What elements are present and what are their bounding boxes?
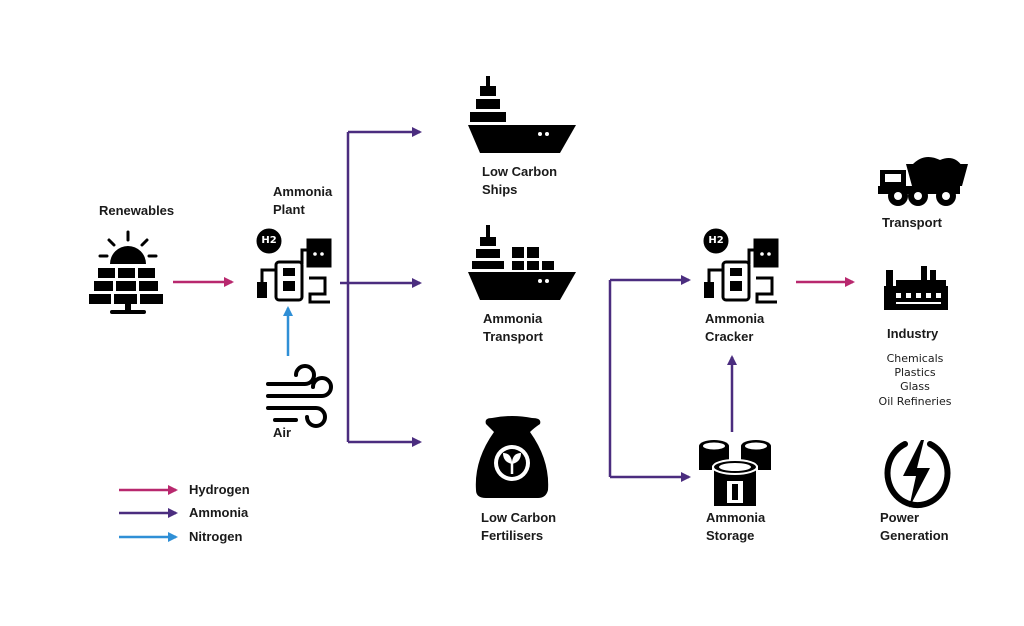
legend-label-nitrogen: Nitrogen <box>189 529 243 544</box>
solar-panel-sun-icon <box>89 230 163 314</box>
h2-badge-plant: H2 <box>261 235 277 246</box>
fertilisers-label-line1: Low Carbon <box>481 510 557 525</box>
power-generation-label-line2: Generation <box>880 528 949 543</box>
arrow-transport-to-cracker-and-storage <box>608 275 691 482</box>
cracker-label-line2: Cracker <box>705 329 754 344</box>
ammonia-plant-label: Ammonia Plant <box>273 183 332 219</box>
arrow-plant-distribution <box>340 127 422 447</box>
power-generation-label: Power Generation <box>880 509 949 545</box>
renewables-label: Renewables <box>99 203 175 218</box>
ammonia-transport-label-line2: Transport <box>483 329 543 344</box>
industry-use-item: Plastics <box>894 366 936 379</box>
dump-truck-icon <box>878 156 968 206</box>
fertiliser-bag-icon <box>475 416 549 498</box>
fertilisers-label: Low Carbon Fertilisers <box>481 509 556 545</box>
legend-label-hydrogen: Hydrogen <box>189 482 250 497</box>
storage-label-line2: Storage <box>706 528 755 543</box>
storage-label-line1: Ammonia <box>706 510 766 525</box>
wind-icon <box>266 364 333 428</box>
air-label: Air <box>273 425 292 440</box>
cargo-ship-icon <box>468 225 576 300</box>
transport-label: Transport <box>882 215 942 230</box>
industry-use-item: Glass <box>900 380 930 393</box>
power-generation-label-line1: Power <box>880 510 920 525</box>
h2-plant-icon <box>256 228 332 304</box>
factory-icon <box>884 266 948 310</box>
storage-tanks-icon <box>699 440 771 508</box>
ship-icon <box>468 76 576 153</box>
ammonia-transport-label: Ammonia Transport <box>483 310 543 346</box>
industry-use-item: Chemicals <box>886 352 944 365</box>
cracker-label: Ammonia Cracker <box>705 310 764 346</box>
h2-cracker-icon <box>703 228 779 304</box>
ammonia-plant-label-line2: Plant <box>273 202 305 217</box>
ships-label-line2: Ships <box>482 182 518 197</box>
industry-label: Industry <box>887 326 939 341</box>
ships-label: Low Carbon Ships <box>482 163 557 199</box>
lightning-bolt-icon <box>884 440 951 509</box>
legend-label-ammonia: Ammonia <box>189 505 249 520</box>
ammonia-plant-label-line1: Ammonia <box>273 184 333 199</box>
ships-label-line1: Low Carbon <box>482 164 558 179</box>
h2-badge-cracker: H2 <box>708 235 724 246</box>
ammonia-transport-label-line1: Ammonia <box>483 311 543 326</box>
storage-label: Ammonia Storage <box>706 509 765 545</box>
fertilisers-label-line2: Fertilisers <box>481 528 544 543</box>
industry-use-item: Oil Refineries <box>878 395 952 408</box>
cracker-label-line1: Ammonia <box>705 311 765 326</box>
